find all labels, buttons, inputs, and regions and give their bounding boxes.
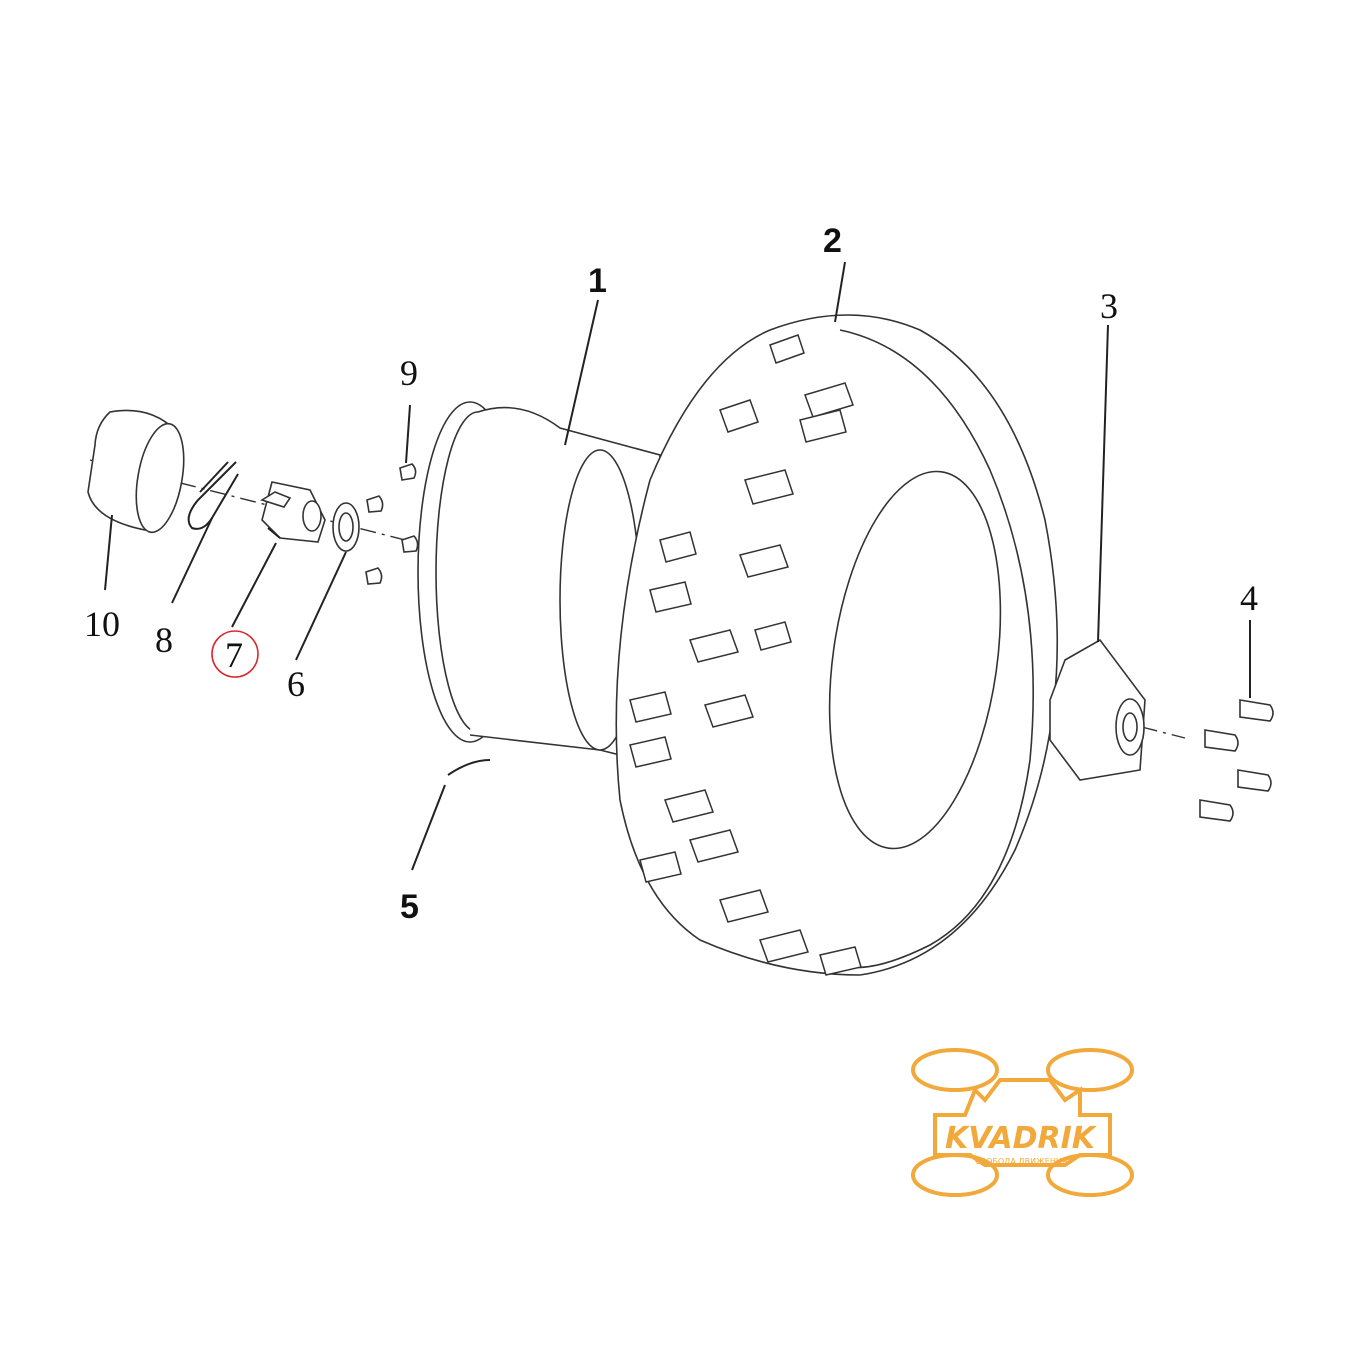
tire [615,314,1059,976]
tube-valve [447,759,491,776]
leader-lines [104,261,1251,871]
cotter-pin [187,461,239,530]
logo-brand: KVADRIK [945,1121,1098,1156]
callout-6: 6 [287,664,305,704]
callout-10: 10 [84,604,120,644]
callout-3: 3 [1100,286,1118,326]
washer [332,502,360,552]
callout-1: 1 [588,262,607,300]
logo-tagline: СВОБОДА ДВИЖЕНИЯ [975,1157,1067,1166]
kvadrik-logo: KVADRIK СВОБОДА ДВИЖЕНИЯ [911,1048,1134,1197]
callout-5: 5 [400,888,419,926]
callout-8: 8 [155,620,173,660]
callout-4: 4 [1240,578,1258,618]
valve-stems [365,463,419,585]
callout-7: 7 [225,635,243,675]
hub-cap [87,409,185,534]
callout-9: 9 [400,353,418,393]
castle-nut [260,481,326,543]
highlight-circle [211,630,259,678]
callout-2: 2 [823,222,842,260]
wheel-studs [1199,699,1274,822]
wheel-hub [1049,638,1146,781]
